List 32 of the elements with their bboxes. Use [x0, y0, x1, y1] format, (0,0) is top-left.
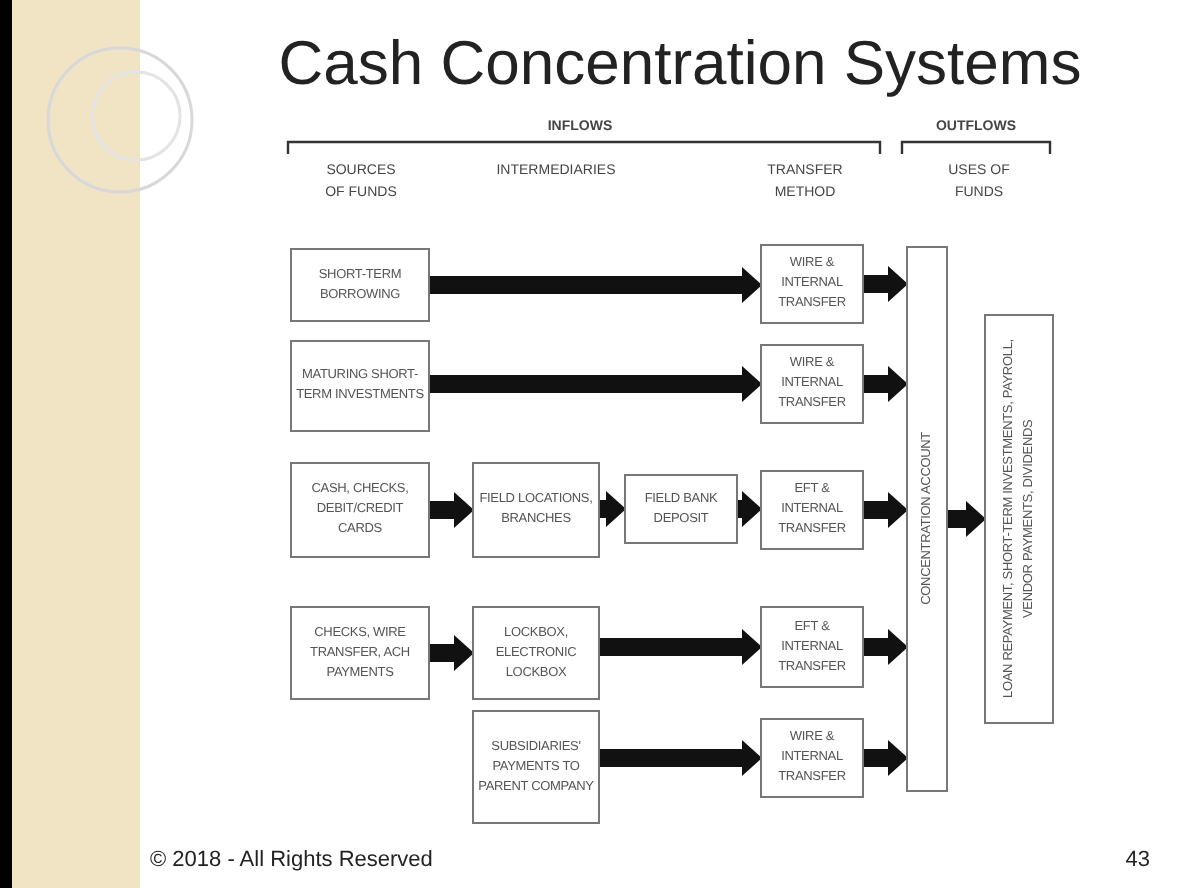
block-arrow: [430, 267, 762, 303]
block-arrow: [600, 629, 762, 665]
process-box: [472, 710, 600, 824]
process-box: [290, 248, 430, 322]
process-box: [290, 462, 430, 558]
block-arrow: [864, 740, 908, 776]
page-number: 43: [1123, 848, 1150, 876]
process-box: [290, 340, 430, 432]
process-box: [760, 344, 864, 424]
block-arrow: [430, 492, 474, 528]
process-box: [472, 462, 600, 558]
block-arrow: [864, 366, 908, 402]
title: Cash Concentration Systems: [276, 32, 1084, 94]
account-bar: [906, 246, 948, 792]
process-box: [624, 474, 738, 544]
process-box: [472, 606, 600, 700]
account-bar: [984, 314, 1054, 724]
process-box: [760, 244, 864, 324]
block-arrow: [600, 491, 626, 527]
block-arrow: [864, 266, 908, 302]
copyright-note: © 2018 - All Rights Reserved: [150, 848, 435, 876]
block-arrow: [600, 740, 762, 776]
process-box: [760, 718, 864, 798]
process-box: [760, 606, 864, 688]
block-arrow: [738, 491, 762, 527]
block-arrow: [864, 629, 908, 665]
block-arrow: [948, 501, 986, 537]
block-arrow: [430, 635, 474, 671]
block-arrow: [864, 492, 908, 528]
block-arrow: [430, 366, 762, 402]
process-box: [290, 606, 430, 700]
process-box: [760, 470, 864, 550]
